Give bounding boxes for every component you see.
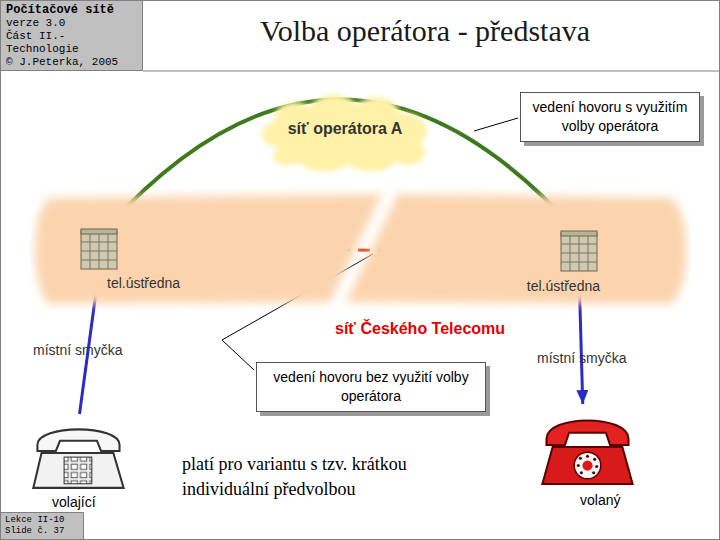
callout-box: vedení hovoru s využitím volby operátora — [520, 92, 700, 142]
telecom-network-band: síť Českého Telecomu tel.ústředna tel.ústř… — [30, 180, 690, 345]
caller-phone: volající — [32, 414, 127, 492]
header-box: Počítačové sítěverze 3.0Část II.-Technol… — [0, 0, 143, 71]
loop-label: místní smyčka — [537, 350, 626, 366]
loop-label: místní smyčka — [33, 342, 122, 358]
caller-phone-shape — [32, 414, 127, 492]
header-rule — [143, 71, 720, 72]
header-text: Část II.-Technologie — [6, 30, 137, 56]
slide-title: Volba operátora - představa — [140, 14, 710, 48]
node-text: vedení hovoru bez využití volby operátor… — [265, 368, 477, 406]
exchange-node-shape — [560, 230, 598, 272]
header-text: Lekce II-10 — [5, 515, 79, 526]
note-text: platí pro variantu s tzv. krátkou indivi… — [182, 452, 482, 502]
node-text: volající — [52, 494, 96, 510]
header-text: Počítačové sítě — [6, 4, 137, 17]
header-text: © J.Peterka, 2005 — [6, 56, 137, 69]
leader-line — [474, 118, 518, 131]
operator-cloud: síť operátora A — [250, 86, 440, 176]
callout-box: vedení hovoru bez využití volby operátor… — [256, 362, 486, 412]
node-text: síť operátora A — [250, 120, 440, 138]
exchange-node-shape — [80, 228, 118, 270]
callee-phone: volaný — [540, 404, 635, 486]
slide-number-box: Lekce II-10Slide č. 37 — [0, 512, 84, 540]
node-text: síť Českého Telecomu — [335, 320, 505, 338]
node-text: tel.ústředna — [527, 278, 600, 294]
callee-phone-shape — [540, 404, 635, 486]
exchange-node: tel.ústředna — [80, 228, 118, 270]
exchange-node: tel.ústředna — [560, 230, 598, 272]
node-text: tel.ústředna — [107, 275, 180, 291]
header-text: Slide č. 37 — [5, 526, 79, 537]
node-text: vedení hovoru s využitím volby operátora — [529, 98, 691, 136]
node-text: volaný — [580, 492, 620, 508]
header-text: verze 3.0 — [6, 17, 137, 30]
